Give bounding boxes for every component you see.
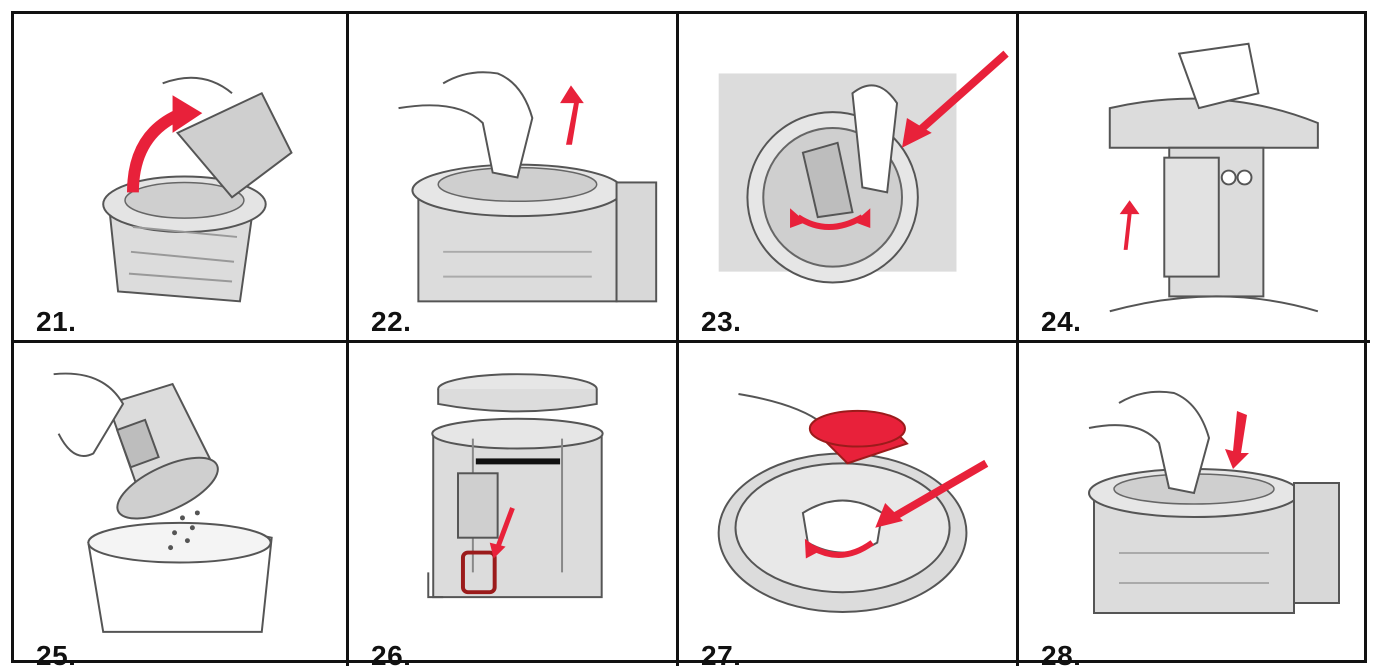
step-27-illustration (717, 393, 989, 614)
step-number: 23. (701, 306, 742, 337)
step-22-illustration (398, 71, 658, 303)
step-24-illustration (1108, 42, 1319, 313)
step-number: 25. (36, 640, 77, 666)
step-24-panel: 24. (1019, 14, 1370, 343)
step-21-illustration (102, 76, 293, 303)
step-number: 24. (1041, 306, 1082, 337)
steps-grid: 21. 22. (11, 11, 1370, 666)
step-number: 28. (1041, 640, 1082, 666)
step-number: 27. (701, 640, 742, 666)
step-26-illustration (427, 373, 604, 599)
step-21-panel: 21. (14, 14, 349, 343)
step-23-illustration (718, 50, 1009, 284)
step-25-illustration (53, 372, 273, 633)
step-27-panel: 27. (679, 343, 1019, 666)
step-number: 22. (371, 306, 412, 337)
step-25-panel: 25. (14, 343, 349, 666)
step-26-panel: 26. (349, 343, 679, 666)
step-number: 26. (371, 640, 412, 666)
step-28-illustration (1088, 390, 1340, 614)
step-number: 21. (36, 306, 77, 337)
step-28-panel: 28. (1019, 343, 1370, 666)
step-23-panel: 23. (679, 14, 1019, 343)
step-22-panel: 22. (349, 14, 679, 343)
